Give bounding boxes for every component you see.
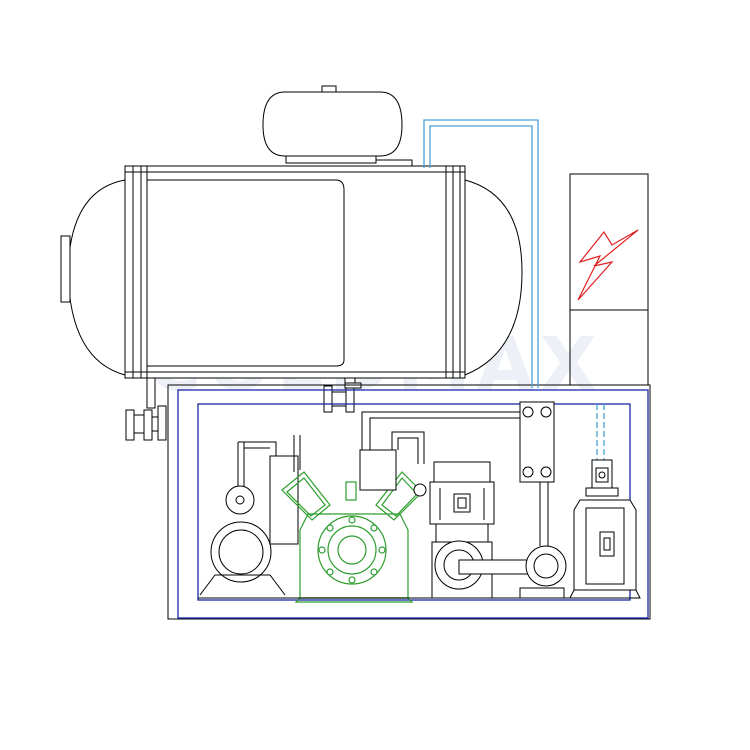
receiver-tank — [60, 165, 523, 409]
valve-center — [323, 382, 362, 413]
discharge-line — [359, 411, 530, 497]
refrigerant-piping — [423, 119, 605, 460]
lightning-bolt-icon — [577, 229, 639, 301]
compressor — [281, 471, 423, 603]
vacuum-pump — [569, 459, 641, 599]
skid-frame-outer — [167, 310, 651, 620]
plate-heat-exchanger — [519, 401, 555, 483]
control-cabinet — [569, 173, 649, 311]
oil-separator — [262, 85, 413, 167]
liquid-pump — [199, 435, 301, 596]
drain-valve-left — [125, 405, 167, 441]
pump — [434, 466, 567, 599]
